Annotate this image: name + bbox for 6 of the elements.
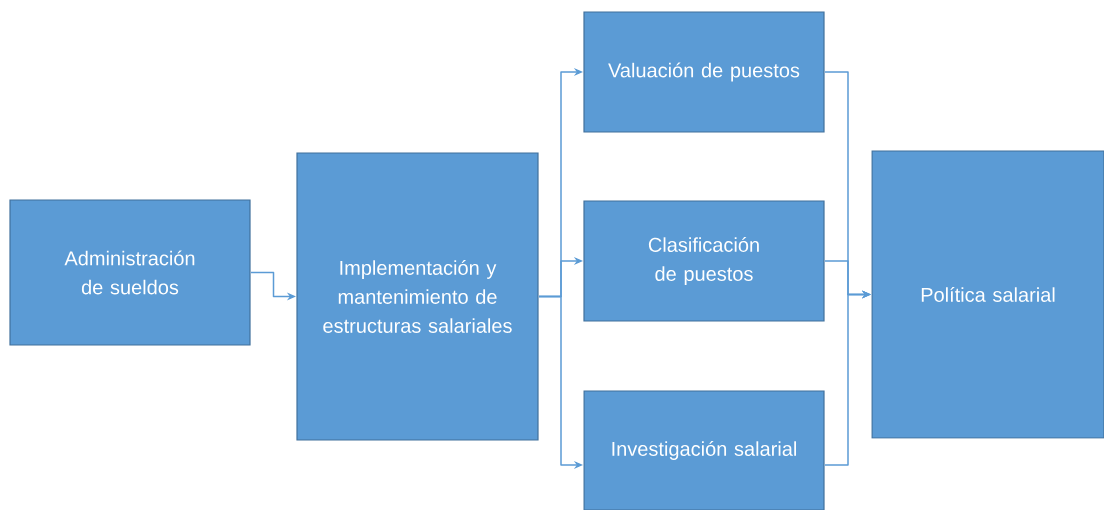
process-box: Investigación salarial [583,390,825,510]
process-box: Administración de sueldos [9,199,251,346]
process-box: Clasificación de puestos [583,200,825,322]
process-box: Implementación y mantenimiento de estructuras salariales [296,152,539,441]
process-box: Valuación de puestos [583,11,825,133]
result-box: Política salarial [871,150,1104,439]
